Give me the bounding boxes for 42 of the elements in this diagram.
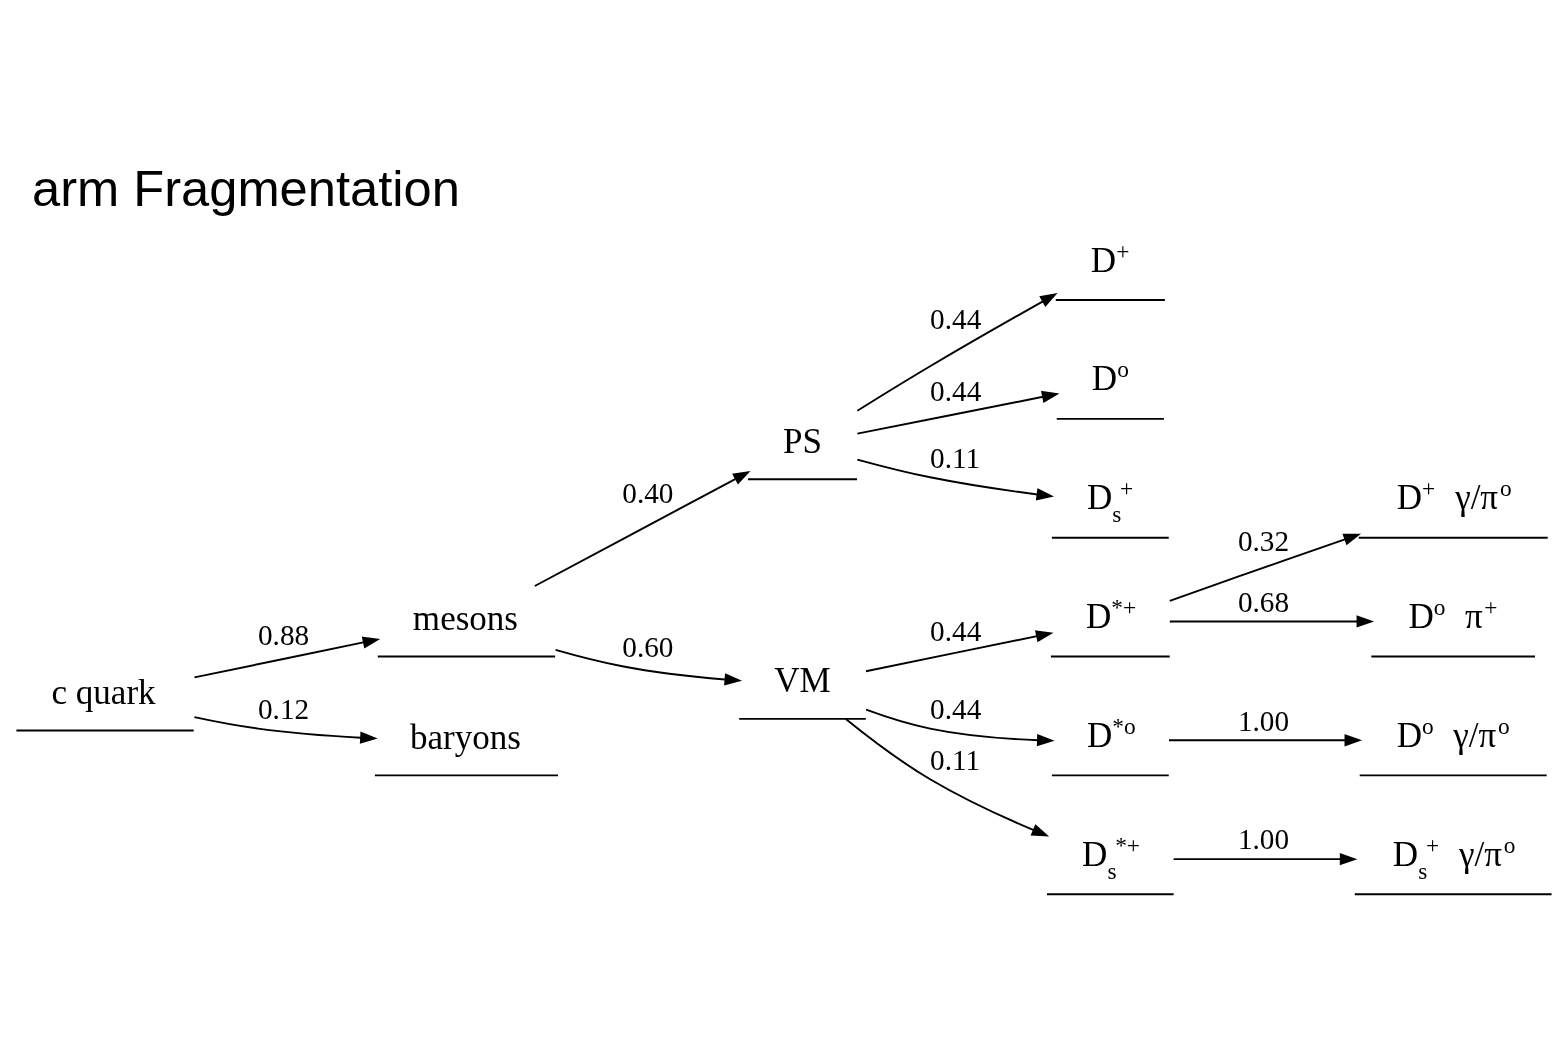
node-text: D$^{+}$ <box>1090 237 1130 280</box>
node-text: D$^{*o}$ <box>1086 712 1136 755</box>
diagram-title: arm Fragmentation <box>32 159 460 217</box>
edge-label: 0.12 <box>257 692 310 725</box>
node-text: D$^{o}$ γ/π$^{o}$ <box>1396 712 1510 755</box>
arrow <box>533 470 751 587</box>
node-text: D$_{s}$$^{+}$ γ/π$^{o}$ <box>1392 831 1516 884</box>
arrow <box>1168 533 1362 602</box>
arrow <box>1168 614 1375 628</box>
node-text: D$^{o}$ <box>1091 355 1129 398</box>
node-text: mesons <box>412 598 519 638</box>
arrow <box>856 458 1054 500</box>
edge-label: 0.60 <box>622 630 674 663</box>
edge-label: 1.00 <box>1237 822 1290 855</box>
edge-label: 0.88 <box>257 618 310 651</box>
edge-label: 0.32 <box>1237 524 1290 557</box>
edge-label: 0.68 <box>1237 585 1290 618</box>
edge-label: 0.44 <box>930 302 982 335</box>
edge-label: 0.11 <box>930 743 981 776</box>
node-text: VM <box>774 660 831 700</box>
edge-label: 0.44 <box>930 692 982 725</box>
arrow <box>844 717 1050 837</box>
edge-label: 0.44 <box>930 614 982 647</box>
edge-label: 0.44 <box>930 374 982 407</box>
edge-label: 1.00 <box>1237 704 1290 737</box>
node-text: D$^{*+}$ <box>1085 593 1137 636</box>
arrow <box>1172 852 1358 865</box>
arrow <box>193 715 378 744</box>
arrow <box>193 635 381 678</box>
node-text: c quark <box>51 672 156 712</box>
node-text: D$^{o}$ π$^{+}$ <box>1408 593 1498 636</box>
node-text: baryons <box>409 717 521 757</box>
arrow <box>856 390 1060 435</box>
arrow <box>865 708 1055 746</box>
edge-label: 0.40 <box>622 476 674 509</box>
arrow <box>554 648 743 686</box>
node-text: D$^{+}$ γ/π$^{o}$ <box>1396 474 1512 517</box>
arrow <box>865 629 1054 672</box>
arrow <box>1168 733 1363 746</box>
arrow <box>856 292 1058 412</box>
edge-label: 0.11 <box>930 441 981 474</box>
node-text: PS <box>783 421 823 461</box>
